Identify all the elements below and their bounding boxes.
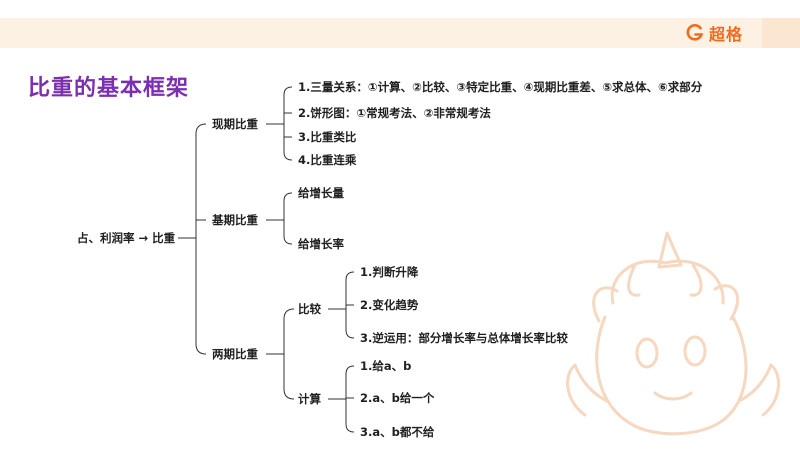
current-item-2: 2.饼形图：①常规考法、②非常规考法 — [298, 106, 491, 120]
tree-root: 占、利润率 → 比重 — [77, 231, 176, 245]
compare-item-1: 1.判断升降 — [360, 265, 419, 279]
top-banner-accent — [762, 18, 800, 48]
unicorn-mascot-icon — [566, 231, 781, 436]
calc-item-3: 3.a、b都不给 — [360, 425, 435, 439]
current-item-1: 1.三量关系：①计算、②比较、③特定比重、④现期比重差、⑤求总体、⑥求部分 — [298, 80, 703, 94]
current-item-4: 4.比重连乘 — [298, 153, 357, 167]
compare-item-2: 2.变化趋势 — [360, 298, 419, 312]
brand-logo: 超格 — [686, 21, 743, 45]
node-calculate: 计算 — [298, 392, 321, 406]
node-current-proportion: 现期比重 — [212, 117, 258, 131]
node-compare: 比较 — [298, 302, 321, 316]
brand-name: 超格 — [709, 25, 744, 44]
base-item-1: 给增长量 — [298, 186, 344, 200]
g-logo-icon — [686, 24, 704, 41]
node-base-proportion: 基期比重 — [212, 213, 258, 227]
current-item-3: 3.比重类比 — [298, 130, 357, 144]
base-item-2: 给增长率 — [298, 237, 344, 251]
compare-item-3: 3.逆运用：部分增长率与总体增长率比较 — [360, 331, 568, 345]
node-two-period-proportion: 两期比重 — [212, 347, 258, 361]
page-title: 比重的基本框架 — [28, 76, 190, 101]
calc-item-2: 2.a、b给一个 — [360, 391, 435, 405]
calc-item-1: 1.给a、b — [360, 359, 412, 373]
top-banner — [0, 18, 800, 48]
